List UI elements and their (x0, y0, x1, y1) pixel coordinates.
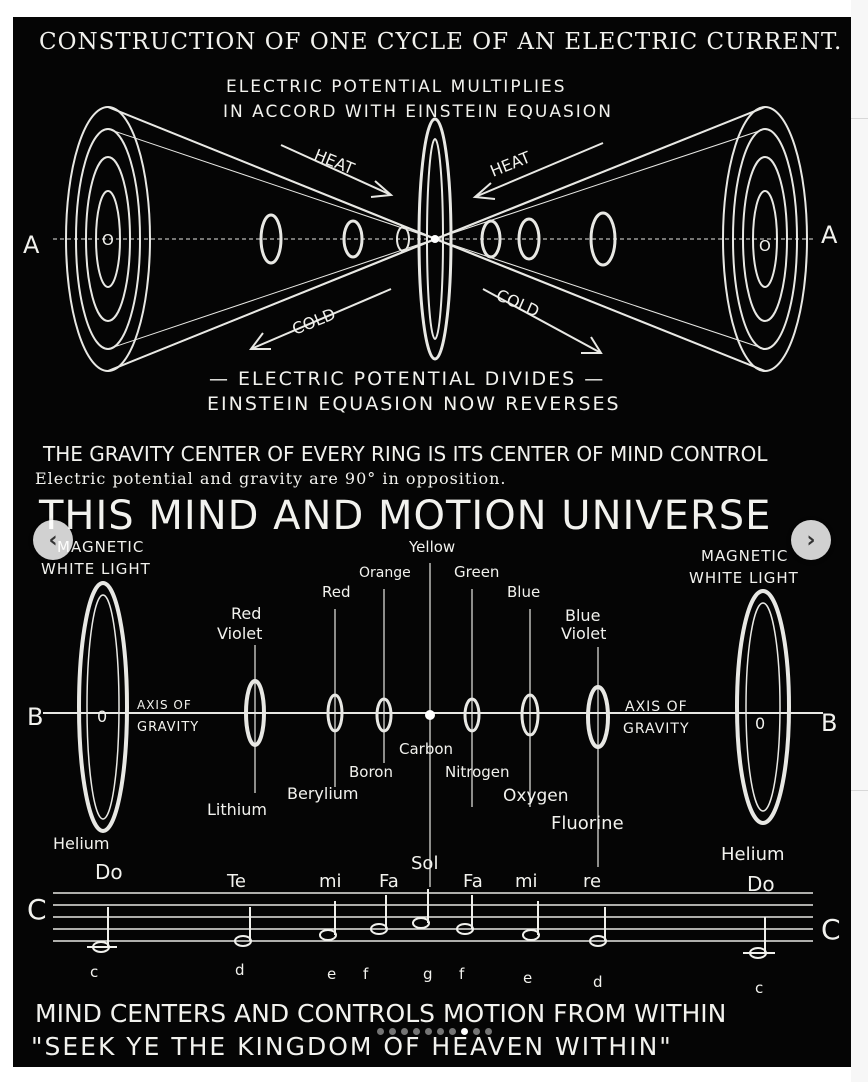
label-b-left: B (27, 703, 43, 731)
chevron-left-icon: ‹ (48, 527, 58, 553)
center-o-right: O (759, 237, 771, 255)
potential-line: Electric potential and gravity are 90° i… (35, 469, 507, 488)
color-green: Green (454, 563, 499, 581)
axis-left-label-1: AXIS OF (137, 698, 192, 712)
color-yellow: Yellow (408, 538, 455, 556)
solfege-mi-left: mi (319, 871, 342, 892)
note-e-1: e (327, 965, 336, 983)
page-edge-strip (851, 0, 868, 1082)
label-a-left: A (23, 231, 40, 259)
center-o-left: O (102, 231, 114, 249)
universe-title: THIS MIND AND MOTION UNIVERSE (38, 493, 771, 539)
white-light-right-label: WHITE LIGHT (689, 569, 799, 587)
color-red: Red (322, 583, 351, 601)
center-o-b-left: 0 (97, 707, 107, 726)
element-fluorine: Fluorine (551, 813, 624, 834)
solfege-fa-left: Fa (379, 871, 399, 892)
carousel-dot[interactable] (424, 1028, 432, 1035)
music-staff (53, 892, 813, 942)
carousel-dot[interactable] (412, 1028, 420, 1035)
bottom-line-2: "SEEK YE THE KINGDOM OF HEAVEN WITHIN" (31, 1032, 673, 1061)
caption-multiplies: ELECTRIC POTENTIAL MULTIPLIES (226, 77, 567, 97)
diagram-title: CONSTRUCTION OF ONE CYCLE OF AN ELECTRIC… (39, 29, 842, 55)
element-helium-right: Helium (721, 844, 785, 865)
carbon-center-point (425, 710, 435, 720)
label-b-right: B (821, 709, 837, 737)
chevron-right-icon: › (806, 527, 816, 553)
carousel-dot[interactable] (484, 1028, 492, 1035)
axis-left-label-2: GRAVITY (137, 720, 199, 735)
caption-reverses: EINSTEIN EQUASION NOW REVERSES (207, 393, 621, 415)
solfege-re: re (583, 871, 601, 892)
gravity-center-line: THE GRAVITY CENTER OF EVERY RING IS ITS … (42, 442, 768, 466)
carousel-pagination-dots (0, 1028, 868, 1035)
color-blue-violet-1: Blue (565, 606, 600, 625)
magnetic-right-label: MAGNETIC (701, 547, 788, 565)
note-c-2: c (755, 979, 763, 997)
axis-right-label-1: AXIS OF (625, 699, 688, 715)
label-heat-left: HEAT (312, 145, 358, 178)
center-o-b-right: 0 (755, 714, 765, 733)
carousel-dot[interactable] (400, 1028, 408, 1035)
chalkboard-diagram: CONSTRUCTION OF ONE CYCLE OF AN ELECTRIC… (23, 29, 842, 1061)
divider-line (851, 790, 868, 791)
note-d-1: d (235, 961, 245, 979)
color-blue: Blue (507, 583, 540, 601)
carousel-dot[interactable] (436, 1028, 444, 1035)
music-notes (87, 889, 775, 959)
center-point (431, 235, 439, 243)
note-g: g (423, 965, 433, 983)
magnetic-left-label: MAGNETIC (57, 538, 144, 556)
label-c-left: C (27, 893, 47, 926)
carousel-dot[interactable] (460, 1028, 468, 1035)
carousel-next-button[interactable]: › (791, 520, 831, 560)
element-lithium: Lithium (207, 800, 267, 819)
carousel-dot[interactable] (472, 1028, 480, 1035)
carousel-image: CONSTRUCTION OF ONE CYCLE OF AN ELECTRIC… (13, 17, 851, 1067)
divider-line (851, 118, 868, 119)
caption-einstein: IN ACCORD WITH EINSTEIN EQUASION (223, 102, 613, 122)
note-f-2: f (459, 965, 465, 983)
label-cold-left: COLD (289, 304, 338, 338)
label-a-right: A (821, 221, 838, 249)
note-c-1: c (90, 963, 98, 981)
white-light-left-label: WHITE LIGHT (41, 560, 151, 578)
solfege-do-right: Do (747, 872, 775, 896)
caption-divides: — ELECTRIC POTENTIAL DIVIDES — (209, 368, 605, 390)
label-cold-right: COLD (493, 285, 542, 321)
bottom-line-1: MIND CENTERS AND CONTROLS MOTION FROM WI… (35, 999, 726, 1028)
solfege-mi-right: mi (515, 871, 538, 892)
note-d-2: d (593, 973, 603, 991)
element-carbon: Carbon (399, 740, 453, 758)
element-boron: Boron (349, 763, 393, 781)
element-beryllium: Berylium (287, 784, 358, 803)
color-red-violet-1: Red (231, 604, 261, 623)
note-e-2: e (523, 969, 532, 987)
solfege-fa-right: Fa (463, 871, 483, 892)
label-c-right: C (821, 913, 841, 946)
solfege-sol: Sol (411, 853, 438, 874)
carousel-dot[interactable] (376, 1028, 384, 1035)
color-orange: Orange (359, 565, 411, 581)
carousel-dot[interactable] (448, 1028, 456, 1035)
note-f-1: f (363, 965, 369, 983)
element-oxygen: Oxygen (503, 786, 569, 806)
carousel-dot[interactable] (388, 1028, 396, 1035)
element-nitrogen: Nitrogen (445, 763, 510, 781)
carousel-prev-button[interactable]: ‹ (33, 520, 73, 560)
color-blue-violet-2: Violet (561, 624, 606, 643)
color-red-violet-2: Violet (217, 624, 262, 643)
solfege-te: Te (226, 871, 246, 892)
axis-right-label-2: GRAVITY (623, 721, 690, 737)
solfege-do-left: Do (95, 860, 123, 884)
element-helium-left: Helium (53, 834, 110, 853)
